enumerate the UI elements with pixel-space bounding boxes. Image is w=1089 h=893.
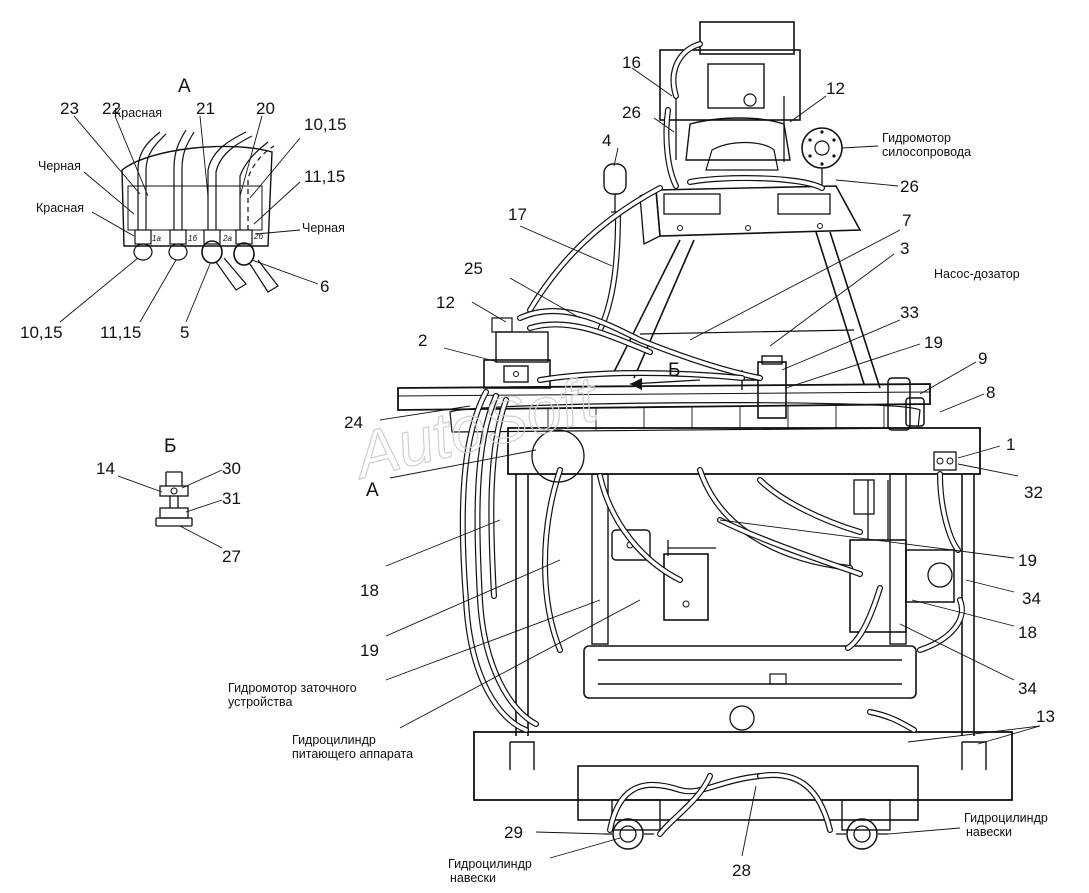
hitch-assembly	[577, 765, 919, 850]
callout-7: 7	[902, 211, 911, 230]
callout-a11-15-top: 11,15	[304, 167, 345, 186]
callout-8: 8	[986, 383, 995, 402]
label-red-hose-top: Красная	[114, 106, 162, 120]
right-end-cylinder	[887, 377, 925, 431]
label-red-hose-left: Красная	[36, 201, 84, 215]
callout-25: 25	[464, 259, 483, 278]
callout-1: 1	[1006, 435, 1015, 454]
label-hitch-cylinder-right-1: Гидроцилиндр	[964, 811, 1048, 825]
callout-12-top: 12	[826, 79, 845, 98]
callout-19-b: 19	[1018, 551, 1037, 570]
lower-beam	[473, 731, 1013, 801]
labels: А Б 23 22 Красная 21 20 10,15 Черная 11,…	[20, 53, 1055, 885]
port-mark-1b: 1б	[188, 234, 197, 243]
view-a-detail: 1а 1б 2а 2б	[59, 115, 319, 323]
callout-a10-15-top: 10,15	[304, 115, 347, 134]
port-mark-2b: 2б	[253, 232, 263, 241]
callout-32: 32	[1024, 483, 1043, 502]
callout-b14: 14	[96, 459, 115, 478]
callout-12-mid: 12	[436, 293, 455, 312]
fitting-1b	[168, 229, 188, 261]
callout-34-a: 34	[1022, 589, 1041, 608]
hydro-block	[483, 317, 551, 389]
callout-b27: 27	[222, 547, 241, 566]
view-b-detail	[117, 469, 223, 549]
callout-a21: 21	[196, 99, 215, 118]
callout-a20: 20	[256, 99, 275, 118]
callout-16: 16	[622, 53, 641, 72]
section-b-arrow	[629, 378, 701, 390]
callout-28: 28	[732, 861, 751, 880]
upper-carriage	[611, 185, 881, 389]
accumulator	[597, 163, 627, 333]
callout-29: 29	[504, 823, 523, 842]
hose-bundle	[459, 41, 965, 837]
callout-9: 9	[978, 349, 987, 368]
callout-3: 3	[900, 239, 909, 258]
fitting-1a	[133, 229, 153, 261]
label-dosing-pump: Насос-дозатор	[934, 267, 1020, 281]
label-silo-hydromotor-2: силосопровода	[882, 145, 971, 159]
port-mark-2a: 2а	[222, 234, 232, 243]
detail-marker-a: А	[366, 480, 379, 501]
callout-17: 17	[508, 205, 527, 224]
callout-33: 33	[900, 303, 919, 322]
callout-4: 4	[602, 131, 611, 150]
view-a-title: А	[178, 76, 191, 97]
callout-a6: 6	[320, 277, 329, 296]
label-feeder-cylinder-2: питающего аппарата	[292, 747, 413, 761]
callout-a11-15-bottom: 11,15	[100, 323, 141, 342]
label-hitch-cylinder-left-1: Гидроцилиндр	[448, 857, 532, 871]
right-motor	[849, 479, 955, 633]
view-b-title: Б	[164, 436, 176, 457]
detail-a-circle	[531, 429, 585, 483]
callout-19-a: 19	[924, 333, 943, 352]
label-silo-hydromotor-1: Гидромотор	[882, 131, 951, 145]
central-manifold	[611, 529, 716, 621]
label-sharpener-motor-2: устройства	[228, 695, 292, 709]
callout-19-c: 19	[360, 641, 379, 660]
callout-13: 13	[1036, 707, 1055, 726]
callout-b30: 30	[222, 459, 241, 478]
port-mark-1a: 1а	[152, 234, 161, 243]
fitting-2a	[201, 229, 247, 291]
callout-a23: 23	[60, 99, 79, 118]
callout-18-right: 18	[1018, 623, 1037, 642]
callout-34-b: 34	[1018, 679, 1037, 698]
label-sharpener-motor-1: Гидромотор заточного	[228, 681, 357, 695]
feed-cylinder	[583, 645, 917, 731]
callout-24: 24	[344, 413, 363, 432]
section-marker-b: Б	[668, 360, 680, 381]
label-feeder-cylinder-1: Гидроцилиндр	[292, 733, 376, 747]
callout-18-left: 18	[360, 581, 379, 600]
callout-a5: 5	[180, 323, 189, 342]
callout-2: 2	[418, 331, 427, 350]
fitting-2b	[233, 229, 279, 293]
silo-hydromotor	[801, 127, 843, 188]
label-black-hose-right: Черная	[302, 221, 345, 235]
callout-26-right: 26	[900, 177, 919, 196]
label-hitch-cylinder-left-2: навески	[450, 871, 496, 885]
label-black-hose-left: Черная	[38, 159, 81, 173]
callout-a10-15-bottom: 10,15	[20, 323, 63, 342]
callout-a22: 22	[102, 99, 121, 118]
main-frame	[507, 427, 981, 736]
label-hitch-cylinder-right-2: навески	[966, 825, 1012, 839]
callout-26-left: 26	[622, 103, 641, 122]
callout-b31: 31	[222, 489, 241, 508]
main-assembly	[379, 21, 1041, 859]
dosing-pump	[741, 355, 787, 419]
top-housing	[659, 21, 801, 171]
